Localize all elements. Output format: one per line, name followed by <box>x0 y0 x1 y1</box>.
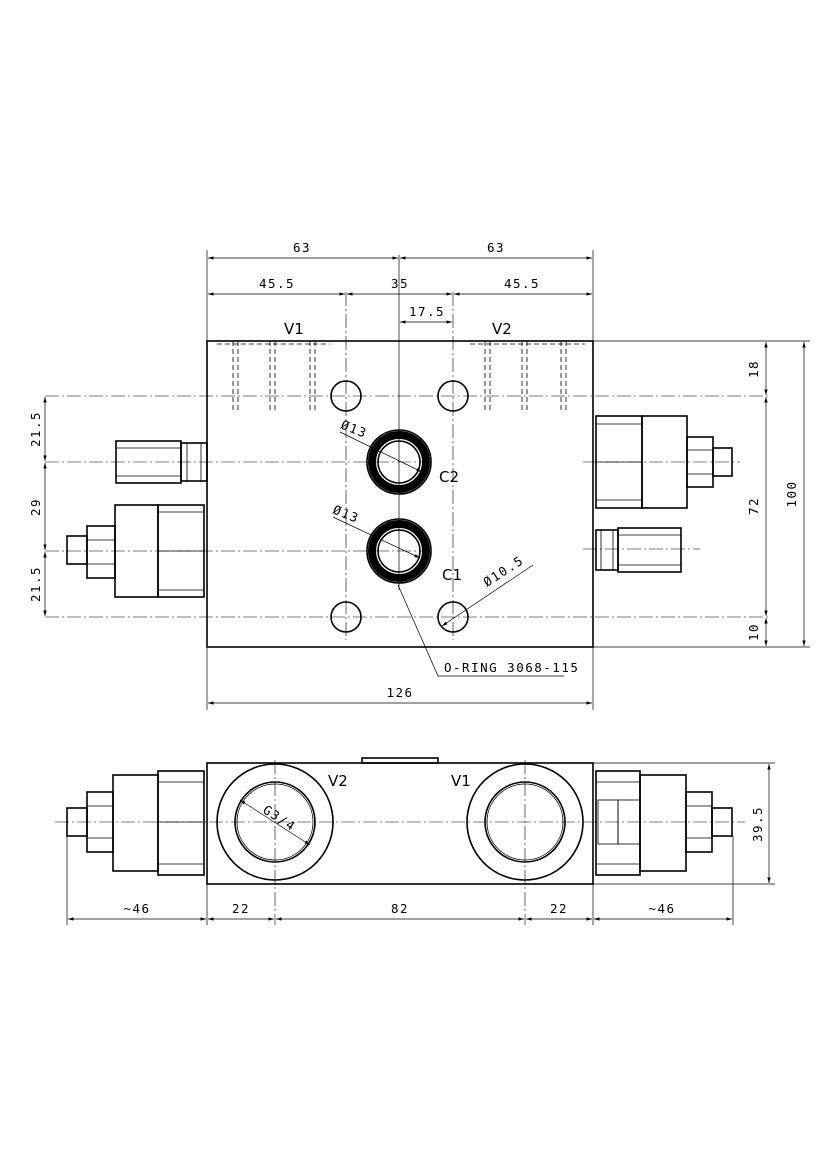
left-cartridge-upper <box>115 440 208 484</box>
left-cartridge-front <box>66 770 205 876</box>
dim-between: 82 <box>391 901 409 916</box>
dim-right-port: 22 <box>550 901 568 916</box>
dim-height: 39.5 <box>750 806 765 842</box>
label-v1-front: V1 <box>451 772 471 790</box>
dim-right-valve: ~46 <box>648 901 675 916</box>
top-view: 63 63 45.5 35 45.5 17.5 126 21.5 29 21.5… <box>28 240 810 710</box>
right-vertical-dimensions <box>764 342 806 646</box>
thread-callout: G3/4 <box>260 802 298 834</box>
center-lines-top <box>45 255 810 648</box>
right-cartridge-front <box>595 770 733 876</box>
right-cartridge-upper <box>595 415 733 509</box>
dim-left-upper: 21.5 <box>28 411 43 447</box>
label-c1: C1 <box>442 566 462 584</box>
dim-port-offset: 17.5 <box>409 304 445 319</box>
dim-right-top: 18 <box>746 360 761 378</box>
dia-c2: Ø13 <box>339 417 370 441</box>
dim-overall-width: 126 <box>386 685 413 700</box>
top-dimensions <box>206 250 594 710</box>
dim-right-bottom: 10 <box>746 623 761 641</box>
hidden-cavities <box>217 341 585 410</box>
front-view: G3/4 V2 V1 <box>55 757 775 925</box>
dim-left-port: 22 <box>232 901 250 916</box>
top-plug <box>361 757 439 764</box>
right-cartridge-lower <box>595 527 682 573</box>
dim-left-to-port: 45.5 <box>259 276 295 291</box>
dim-right-overall: 100 <box>784 480 799 507</box>
dim-left-valve: ~46 <box>123 901 150 916</box>
dim-right-to-port: 45.5 <box>504 276 540 291</box>
mounting-holes <box>330 380 469 633</box>
label-v2-front: V2 <box>328 772 348 790</box>
valve-body-top <box>206 340 594 648</box>
dim-half-left: 63 <box>293 240 311 255</box>
dim-left-lower: 21.5 <box>28 566 43 602</box>
dim-left-middle: 29 <box>28 498 43 516</box>
dim-between-ports: 35 <box>391 276 409 291</box>
dim-half-right: 63 <box>487 240 505 255</box>
left-cartridge-lower <box>66 504 205 598</box>
label-c2: C2 <box>439 468 459 486</box>
front-dimensions <box>66 762 775 925</box>
valve-body-front <box>206 762 594 885</box>
dia-mounting-hole: Ø10.5 <box>480 552 526 589</box>
oring-note: O-RING 3068-115 <box>444 660 579 675</box>
label-v2-top: V2 <box>492 320 512 338</box>
label-v1-top: V1 <box>284 320 304 338</box>
dim-right-middle: 72 <box>746 497 761 515</box>
